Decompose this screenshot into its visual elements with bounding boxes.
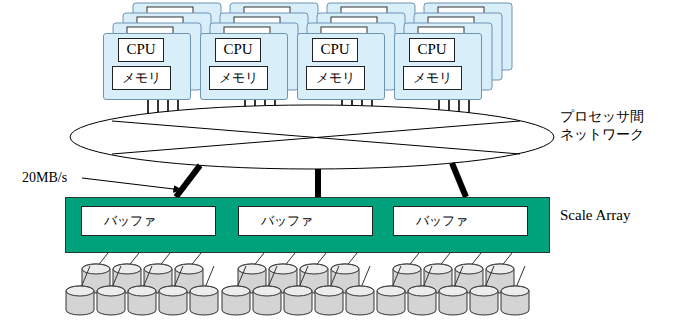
network-link	[438, 100, 440, 110]
leader-arrow	[82, 178, 182, 190]
disk-symbol	[253, 286, 281, 315]
disk-symbol	[439, 286, 467, 315]
network-link	[341, 100, 343, 105]
card-link	[274, 100, 276, 105]
disk-symbol	[501, 286, 529, 315]
card-link	[468, 100, 470, 113]
disk-symbol	[346, 286, 374, 315]
node-card: CPU メモリ	[297, 33, 385, 100]
disk-symbol	[377, 286, 405, 315]
memory-box: メモリ	[209, 66, 268, 90]
heading-label: Scale Array	[560, 207, 630, 224]
card-link	[361, 100, 363, 106]
buffer-box: バッファ	[393, 206, 528, 236]
node-card: CPU メモリ	[103, 33, 191, 100]
bus-link	[452, 163, 466, 197]
memory-box: メモリ	[306, 66, 365, 90]
node-card: CPU メモリ	[200, 33, 288, 100]
disk-symbol	[315, 286, 343, 315]
box-label: メモリ	[122, 71, 161, 86]
network-link	[147, 100, 149, 113]
box-label: バッファ	[104, 214, 156, 229]
card-link	[351, 100, 353, 105]
card-link	[167, 100, 169, 111]
card-links	[158, 100, 469, 113]
disk-symbol	[284, 286, 312, 315]
network-line	[112, 121, 520, 154]
box-label: CPU	[223, 41, 252, 58]
box-label: メモリ	[219, 71, 258, 86]
box-label: バッファ	[416, 214, 468, 229]
card-link	[177, 100, 179, 110]
memory-box: メモリ	[403, 66, 462, 90]
buffer-box: バッファ	[238, 206, 373, 236]
storage-array: Scale Arrayバッファバッファバッファ	[65, 197, 550, 253]
box-label: バッファ	[261, 214, 313, 229]
card-link	[264, 100, 266, 106]
network-link	[244, 100, 246, 106]
card-link	[371, 100, 373, 106]
cpu-box: CPU	[215, 38, 261, 62]
cpu-box: CPU	[312, 38, 358, 62]
box-label: メモリ	[316, 71, 355, 86]
network-cross-lines	[112, 121, 520, 154]
disk-symbol	[97, 286, 125, 315]
heading-label: プロセッサ間 ネットワーク	[560, 107, 660, 143]
bandwidth-label: 20MB/s	[22, 170, 67, 186]
box-label: メモリ	[413, 71, 452, 86]
cpu-box: CPU	[409, 38, 455, 62]
bus-link	[315, 169, 321, 197]
disk-symbol	[128, 286, 156, 315]
network-outline	[70, 105, 554, 169]
disk-symbol	[190, 286, 218, 315]
card-link	[157, 100, 159, 112]
card-link	[254, 100, 256, 106]
disk-symbol	[159, 286, 187, 315]
disk-symbol	[66, 286, 94, 315]
bus-link	[176, 165, 200, 197]
cpu-box: CPU	[118, 38, 164, 62]
disk-symbol	[222, 286, 250, 315]
memory-box: メモリ	[112, 66, 171, 90]
card-link	[458, 100, 460, 112]
box-label: CPU	[126, 41, 155, 58]
box-label: CPU	[320, 41, 349, 58]
box-label: CPU	[417, 41, 446, 58]
network-line	[112, 121, 520, 154]
buffer-box: バッファ	[81, 206, 216, 236]
disk-symbol	[470, 286, 498, 315]
card-link	[448, 100, 450, 111]
disk-array	[66, 253, 529, 315]
node-card: CPU メモリ	[394, 33, 482, 100]
disk-symbol	[408, 286, 436, 315]
network-ellipse: プロセッサ間 ネットワーク	[70, 105, 554, 169]
